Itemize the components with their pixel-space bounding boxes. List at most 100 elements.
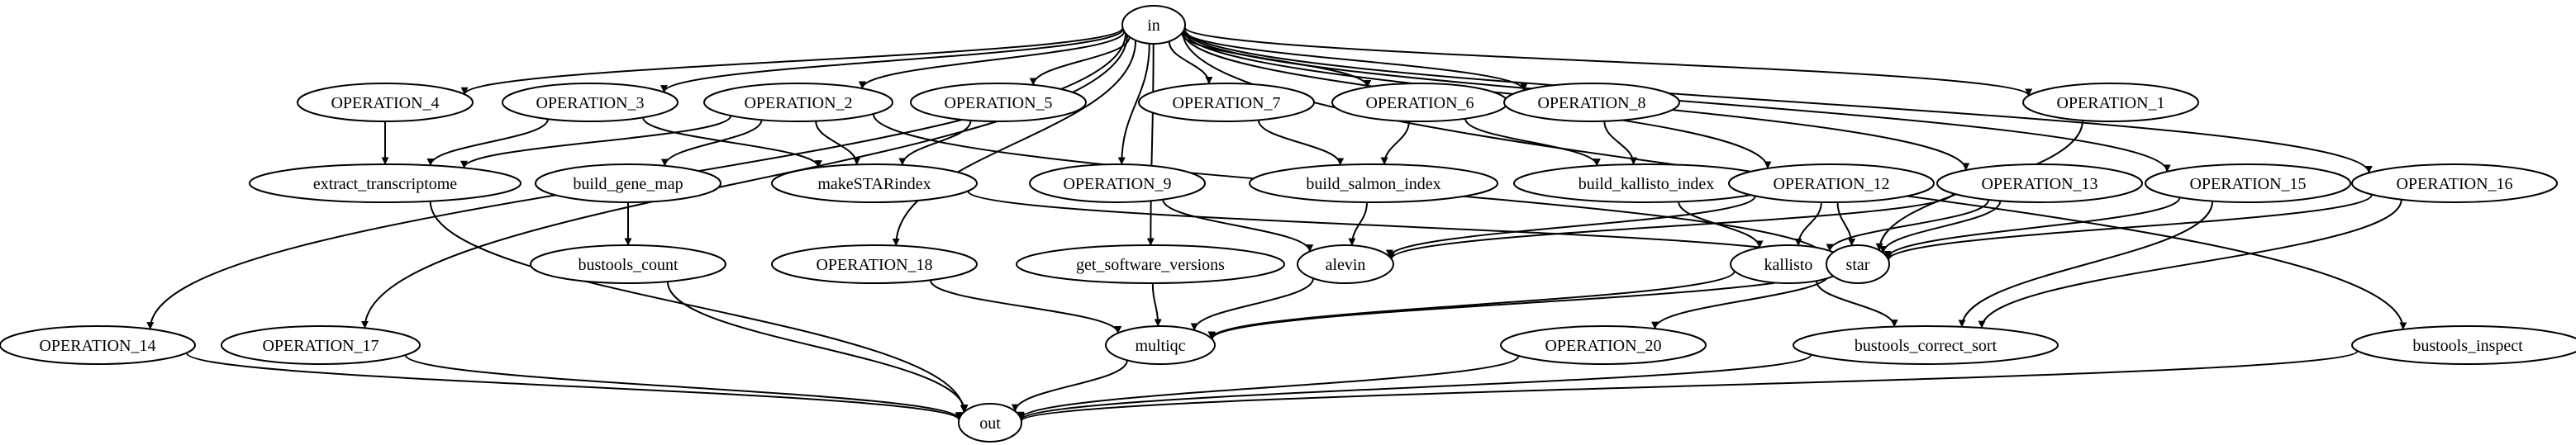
- edge-bt_inspect-to-out: [1017, 350, 2359, 422]
- edge-in-to-op4: [460, 27, 1124, 95]
- node-gene_map-label: build_gene_map: [573, 175, 683, 193]
- node-op1-shape: [2022, 83, 2199, 122]
- node-gene_map-shape: [535, 163, 721, 203]
- edge-in-to-op16: [1183, 28, 2373, 173]
- edge-in-to-op18: [892, 40, 1137, 246]
- node-op4: OPERATION_4: [297, 83, 474, 122]
- node-op12-label: OPERATION_12: [1773, 175, 1889, 193]
- node-op1: OPERATION_1: [2022, 83, 2199, 122]
- node-star-shape: [1826, 244, 1890, 284]
- node-star-label: star: [1846, 256, 1870, 274]
- edge-op13-to-star: [1879, 200, 2002, 253]
- node-bt_sort-label: bustools_correct_sort: [1855, 337, 1997, 355]
- node-op2-label: OPERATION_2: [744, 94, 852, 112]
- node-multiqc-label: multiqc: [1135, 337, 1185, 355]
- node-extract-label: extract_transcriptome: [313, 175, 457, 193]
- node-versions-shape: [1016, 244, 1285, 284]
- node-bt_inspect-shape: [2351, 325, 2576, 365]
- node-op3: OPERATION_3: [502, 83, 679, 122]
- node-op1-label: OPERATION_1: [2056, 94, 2164, 112]
- node-salmon_idx-shape: [1249, 163, 1498, 203]
- node-op4-shape: [297, 83, 474, 122]
- node-op12-shape: [1728, 163, 1935, 203]
- node-op16-shape: [2351, 163, 2558, 203]
- edge-op5-to-makestar: [898, 120, 972, 166]
- node-op8: OPERATION_8: [1503, 83, 1680, 122]
- edge-in-to-op3: [660, 28, 1124, 93]
- edge-op12-to-star: [1836, 201, 1856, 246]
- edge-op16-to-star: [1884, 194, 2373, 261]
- node-op3-shape: [502, 83, 679, 122]
- edge-op12-to-kallisto: [1794, 201, 1822, 246]
- edge-op2-to-makestar: [815, 121, 861, 165]
- node-bt_inspect: bustools_inspect: [2351, 325, 2576, 365]
- edge-op13-to-alevin: [1388, 192, 1955, 259]
- node-op6: OPERATION_6: [1331, 83, 1508, 122]
- node-salmon_idx-label: build_salmon_index: [1306, 175, 1440, 193]
- edge-in-to-op17: [361, 35, 1128, 329]
- node-out-label: out: [979, 414, 1001, 433]
- node-op14: OPERATION_14: [0, 325, 196, 365]
- edge-op20-to-out: [1017, 355, 1520, 419]
- node-op17-label: OPERATION_17: [262, 337, 379, 355]
- node-op17: OPERATION_17: [221, 325, 421, 365]
- node-op8-shape: [1503, 83, 1680, 122]
- node-star: star: [1826, 244, 1890, 284]
- node-op15-shape: [2145, 163, 2351, 203]
- edge-alevin-to-multiqc: [1190, 277, 1315, 331]
- node-bt_count-shape: [530, 244, 726, 284]
- node-makestar: makeSTARindex: [771, 163, 978, 203]
- node-versions-label: get_software_versions: [1076, 256, 1225, 274]
- node-op15-label: OPERATION_15: [2189, 175, 2306, 193]
- node-op9-label: OPERATION_9: [1063, 175, 1171, 193]
- edge-kallisto_idx-to-kallisto: [1678, 201, 1764, 249]
- edge-extract-to-out: [429, 201, 968, 413]
- node-out-shape: [958, 403, 1022, 443]
- node-kallisto_idx: build_kallisto_index: [1513, 163, 1779, 203]
- edge-multiqc-to-out: [1011, 360, 1128, 412]
- edge-op14-to-out: [185, 352, 963, 421]
- node-op18-shape: [771, 244, 978, 284]
- edge-in-to-op1: [1183, 26, 2032, 97]
- edge-op18-to-multiqc: [929, 279, 1122, 334]
- edge-in-to-op9: [1117, 43, 1150, 165]
- node-multiqc: multiqc: [1105, 325, 1216, 365]
- edge-op6-to-kallisto_idx: [1464, 118, 1601, 167]
- node-op13-label: OPERATION_13: [1981, 175, 2097, 193]
- node-op13: OPERATION_13: [1936, 163, 2143, 203]
- node-op2: OPERATION_2: [703, 83, 893, 122]
- node-alevin: alevin: [1297, 244, 1394, 284]
- node-gene_map: build_gene_map: [535, 163, 721, 203]
- node-alevin-label: alevin: [1326, 256, 1366, 274]
- node-out: out: [958, 403, 1022, 443]
- edge-op12-to-alevin: [1386, 195, 1756, 258]
- edge-op16-to-bt_sort: [1978, 199, 2402, 329]
- node-op5-label: OPERATION_5: [944, 94, 1052, 112]
- node-bt_sort-shape: [1793, 325, 2059, 365]
- node-multiqc-shape: [1105, 325, 1216, 365]
- node-makestar-label: makeSTARindex: [817, 175, 931, 193]
- node-in-label: in: [1147, 17, 1160, 35]
- edge-op8-to-kallisto_idx: [1603, 121, 1638, 165]
- node-bt_count-label: bustools_count: [578, 256, 679, 274]
- edge-star-to-op20: [1651, 272, 1831, 329]
- node-op7: OPERATION_7: [1138, 83, 1315, 122]
- edge-op2-to-extract: [460, 115, 732, 168]
- edge-op2-to-gene_map: [660, 119, 763, 167]
- node-bt_inspect-label: bustools_inspect: [2412, 337, 2523, 355]
- node-bt_count: bustools_count: [530, 244, 726, 284]
- node-op20: OPERATION_20: [1500, 325, 1707, 365]
- edge-op9-to-alevin: [1162, 199, 1314, 253]
- node-op9: OPERATION_9: [1029, 163, 1206, 203]
- edge-star-to-multiqc: [1208, 267, 1828, 340]
- edge-op13-to-kallisto: [1826, 199, 1990, 252]
- node-op14-shape: [0, 325, 196, 365]
- node-op3-label: OPERATION_3: [536, 94, 644, 112]
- edge-op3-to-extract: [426, 118, 549, 166]
- node-salmon_idx: build_salmon_index: [1249, 163, 1498, 203]
- node-kallisto_idx-label: build_kallisto_index: [1578, 175, 1714, 193]
- edge-op17-to-out: [404, 354, 964, 420]
- node-kallisto-label: kallisto: [1764, 256, 1813, 274]
- node-op4-label: OPERATION_4: [331, 94, 439, 112]
